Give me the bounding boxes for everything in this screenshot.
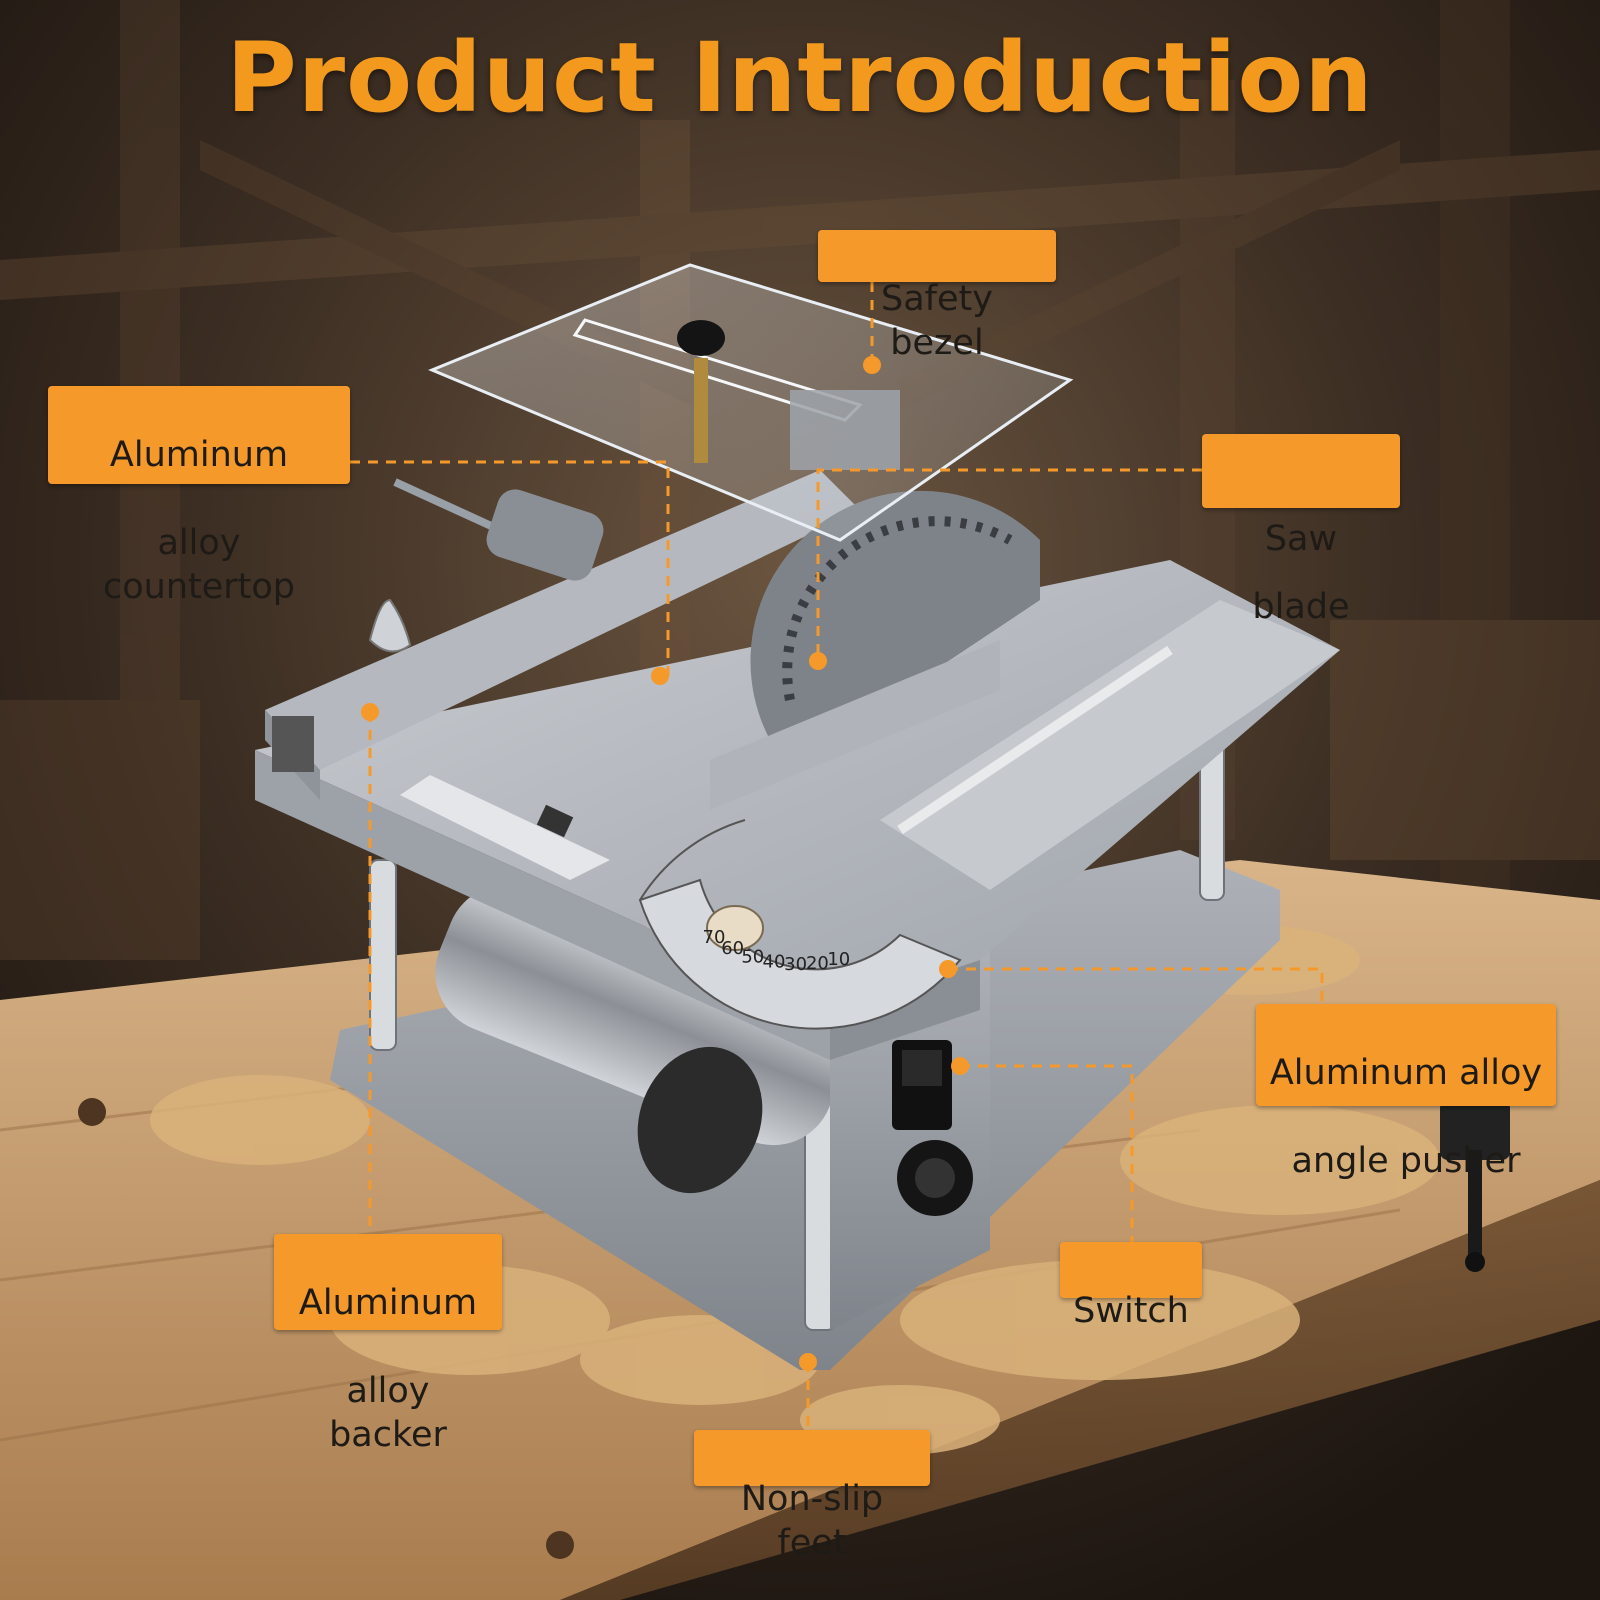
label-aluminum-alloy-angle-pusher: Aluminum alloy angle pusher: [1256, 1004, 1556, 1181]
motor: [435, 884, 845, 1194]
leader-switch: [960, 1064, 1134, 1242]
protractor-tick-10: 10: [827, 949, 850, 970]
label-switch: Switch: [1060, 1242, 1202, 1331]
leader-saw-blade: [816, 468, 1202, 661]
bezel-post: [694, 358, 708, 463]
table-top: [255, 560, 1340, 1010]
safety-bezel-marker: [863, 356, 881, 374]
sawdust: [150, 925, 1440, 1455]
label-safety-bezel: Safety bezel: [818, 230, 1056, 363]
protractor-tick-70: 70: [703, 927, 726, 948]
miter-slot: [400, 775, 610, 880]
right-ledge: [880, 600, 1340, 890]
fence-lock-knob: [368, 598, 412, 653]
protractor-tick-50: 50: [741, 946, 764, 967]
protractor-tick-40: 40: [763, 952, 786, 973]
label-aluminum-alloy-countertop: Aluminum alloy countertop: [48, 386, 350, 607]
label-non-slip-feet: Non-slip feet: [694, 1430, 930, 1563]
protractor-tick-60: 60: [721, 938, 744, 959]
page-title: Product Introduction: [226, 22, 1374, 134]
rip-fence: [265, 470, 860, 800]
label-saw-blade: Saw blade: [1202, 434, 1400, 627]
bezel-knob: [677, 320, 725, 356]
bench-vise: [1440, 1100, 1510, 1272]
background-beams: [0, 0, 1600, 960]
protractor-tick-30: 30: [784, 954, 807, 975]
leader-angle-pusher: [948, 967, 1324, 1004]
leader-lines: [350, 282, 1324, 1430]
pusher-lock-knob: [706, 905, 764, 951]
countertop-marker: [651, 667, 669, 685]
saw-blade-marker: [809, 652, 827, 670]
protractor-tick-20: 20: [806, 953, 829, 974]
saw-blade: [750, 490, 1040, 760]
drill-chuck: [393, 478, 604, 581]
label-aluminum-alloy-backer: Aluminum alloy backer: [274, 1234, 502, 1455]
